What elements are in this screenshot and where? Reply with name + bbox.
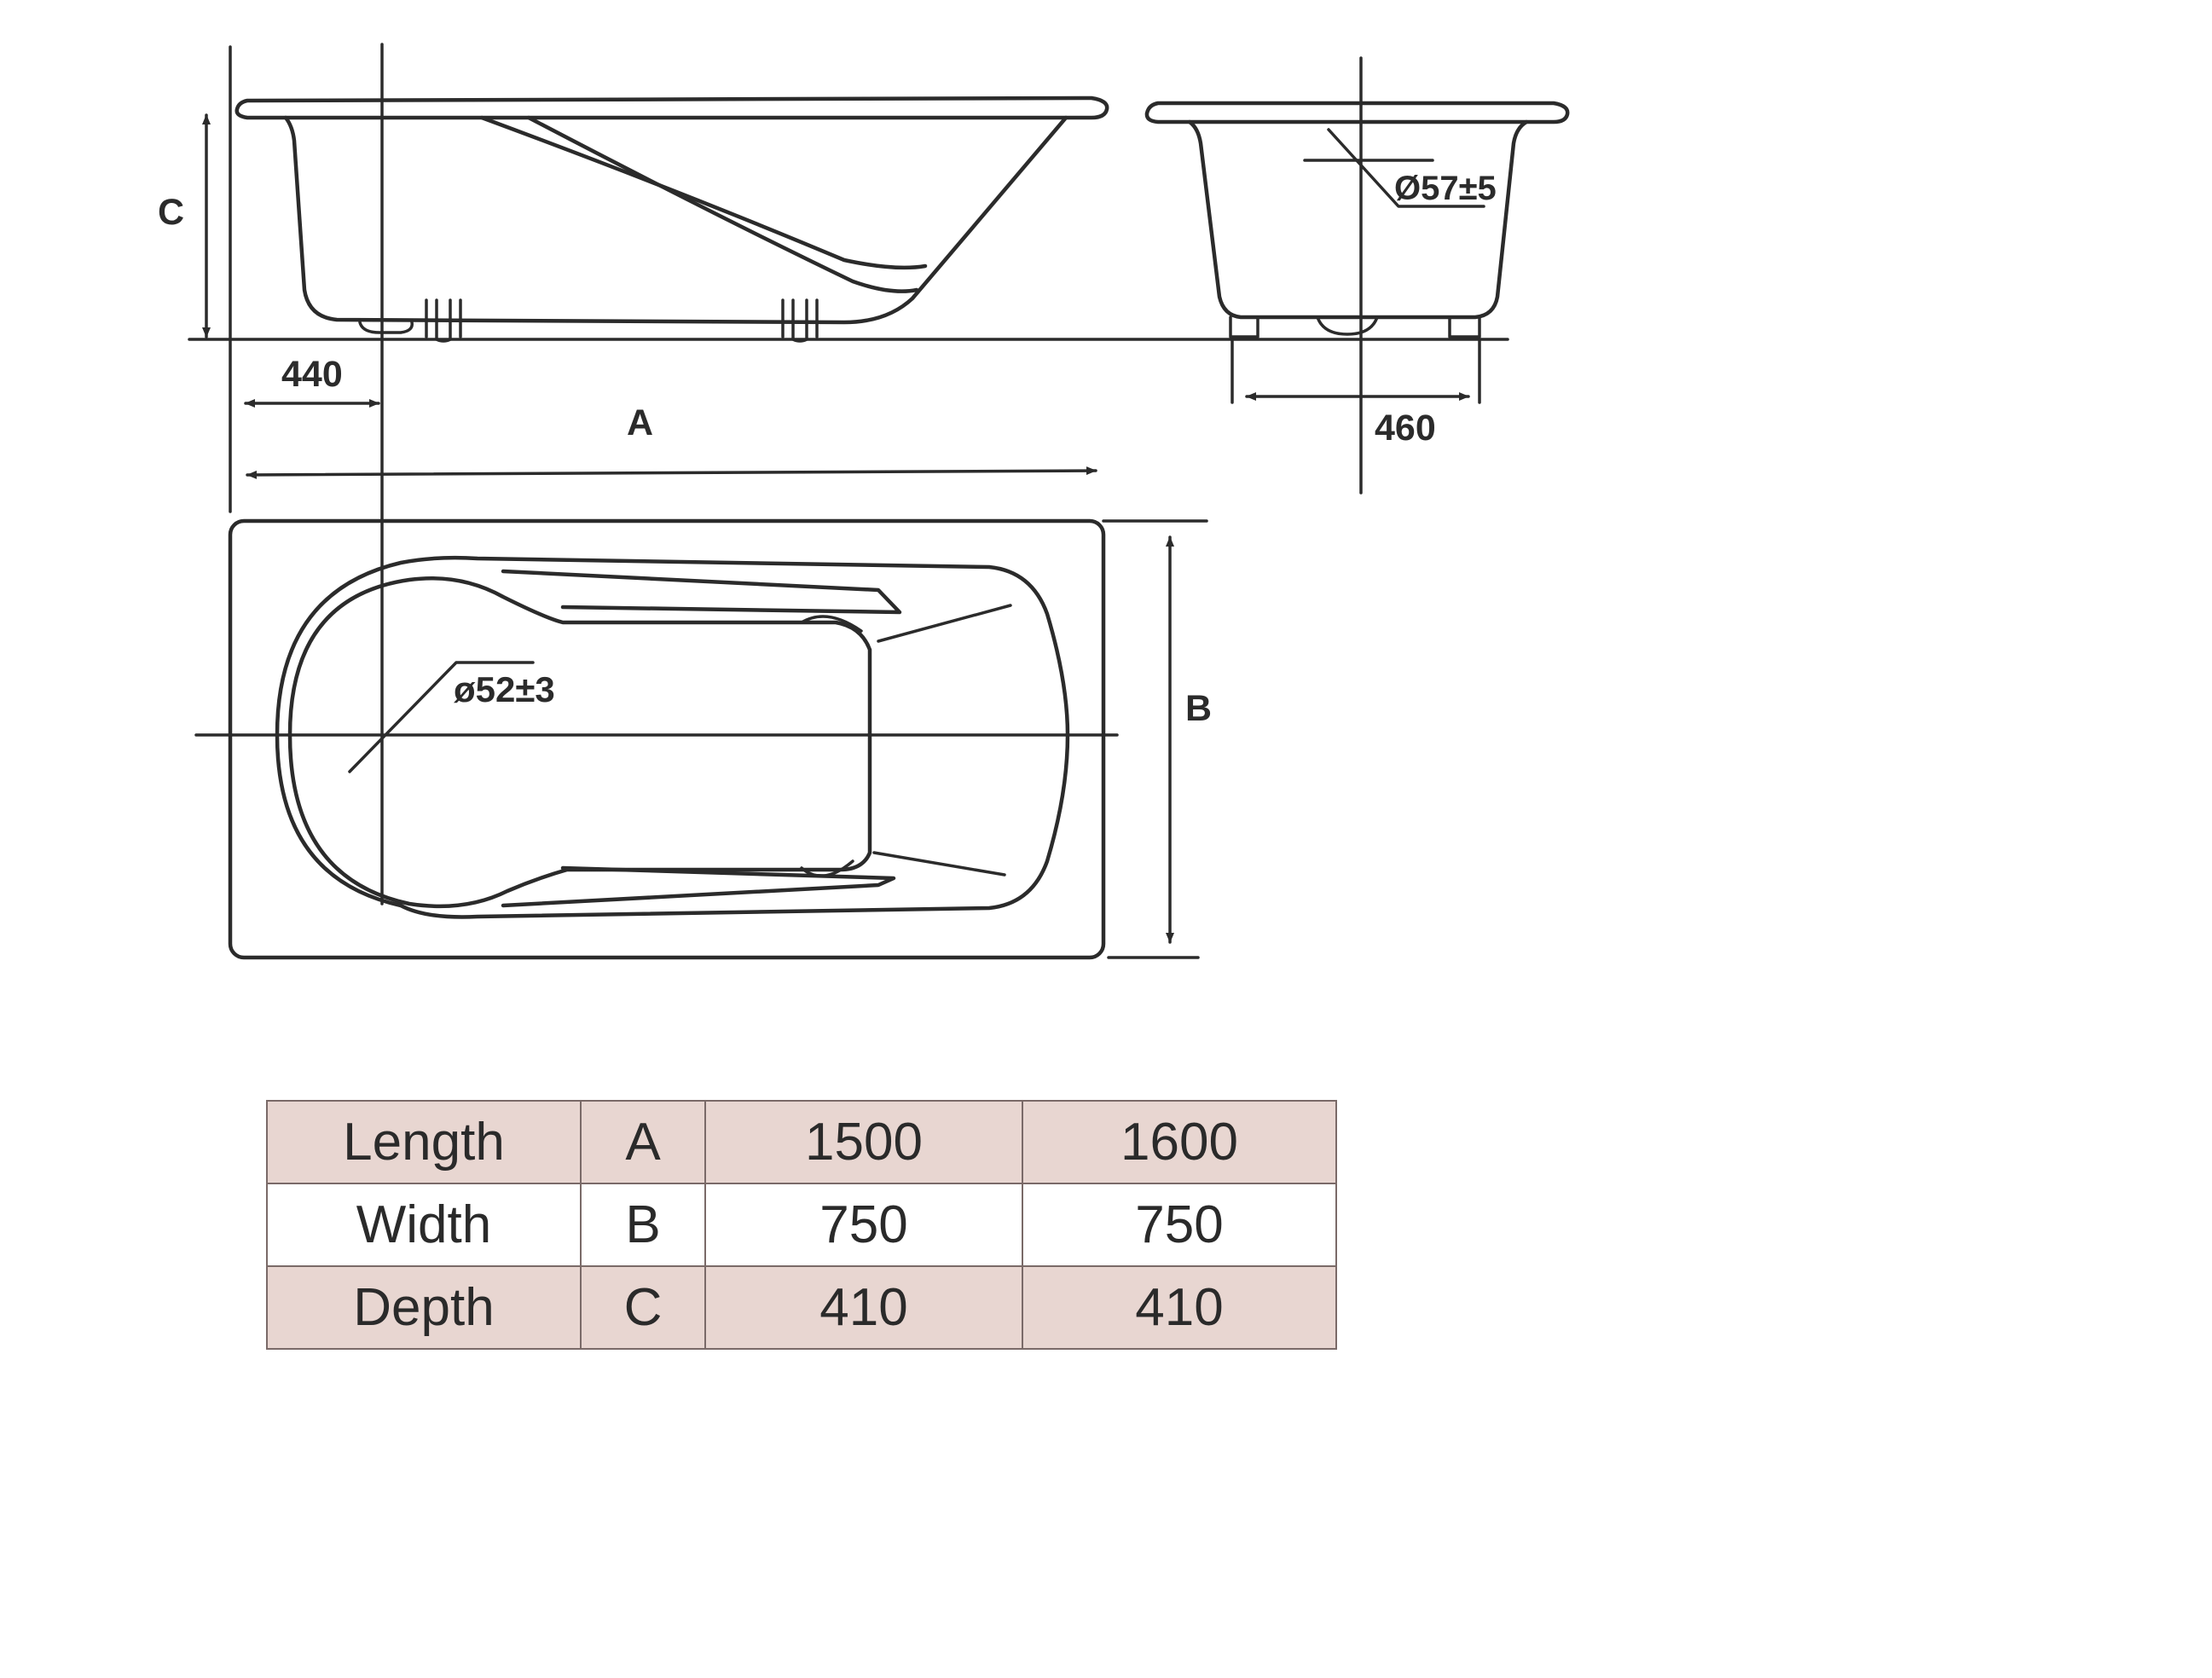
top-view: B ø52±3 [194,518,1212,960]
dim-label-c: C [158,192,184,233]
dim-label-drain-57: Ø57±5 [1394,170,1497,207]
end-view: 460 Ø57±5 [1144,56,1570,495]
dim-label-overflow-52: ø52±3 [454,669,555,709]
size-1600-cell: 410 [1022,1265,1337,1350]
dimension-code-cell: B [580,1183,706,1267]
dimension-name-cell: Depth [266,1265,582,1350]
size-1500-cell: 750 [704,1183,1023,1267]
dimension-code-cell: C [580,1265,706,1350]
dim-label-440: 440 [281,354,343,395]
dim-label-b: B [1185,688,1212,729]
dimension-name-cell: Length [266,1100,582,1184]
dimension-code-cell: A [580,1100,706,1184]
size-1600-cell: 750 [1022,1183,1337,1267]
dimension-name-cell: Width [266,1183,582,1267]
size-1500-cell: 1500 [704,1100,1023,1184]
dim-label-a: A [627,402,653,443]
side-view: C 440 A [158,43,1509,906]
dim-label-460: 460 [1375,408,1436,448]
size-1500-cell: 410 [704,1265,1023,1350]
size-1600-cell: 1600 [1022,1100,1337,1184]
